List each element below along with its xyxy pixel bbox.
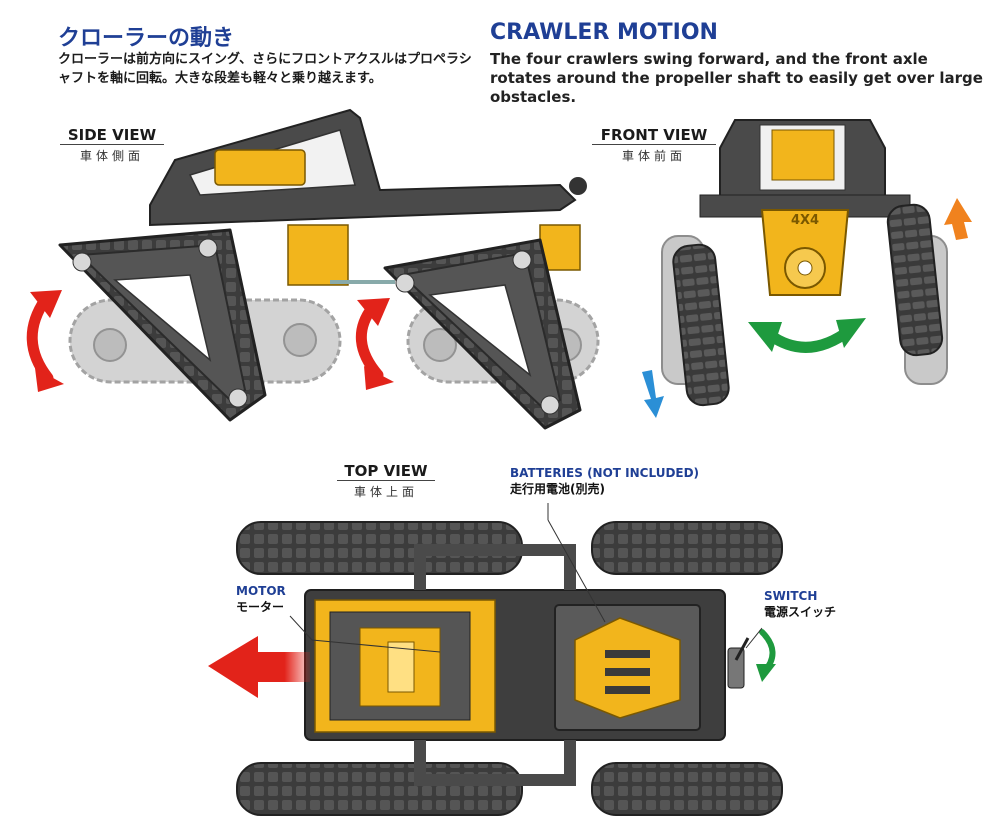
side-view-label: SIDE VIEW [67, 126, 157, 144]
motor-label-jp: モーター [236, 600, 285, 614]
down-arrow [642, 370, 664, 418]
switch-label-jp: 電源スイッチ [764, 605, 837, 619]
switch-callout: SWITCH 電源スイッチ [764, 589, 836, 620]
front-left-track [672, 243, 730, 407]
front-view-sub: 車体前面 [592, 144, 716, 164]
switch-arrow [756, 629, 776, 682]
top-view-sub: 車体上面 [337, 480, 435, 500]
batteries-label-en: BATTERIES (NOT INCLUDED) [510, 466, 700, 480]
batteries-callout: BATTERIES (NOT INCLUDED) 走行用電池(別売) [510, 466, 699, 497]
switch-label-en: SWITCH [764, 589, 818, 603]
side-front-crawler [383, 238, 582, 430]
description-en: The four crawlers swing forward, and the… [490, 50, 983, 106]
swing-arrow-rear [26, 290, 64, 392]
top-track-front-right [591, 762, 783, 816]
front-4x4-badge: 4X4 [791, 213, 819, 228]
front-view-illustration: 4X4 [642, 119, 972, 418]
front-view-heading: FRONT VIEW 車体前面 [592, 126, 716, 164]
top-view-heading: TOP VIEW 車体上面 [337, 462, 435, 500]
rotate-arrow [748, 318, 866, 353]
description-jp: クローラーは前方向にスイング、さらにフロントアクスルはプロペラシャフトを軸に回転… [58, 52, 472, 86]
switch-icon [727, 637, 750, 689]
side-view-illustration [26, 108, 600, 430]
side-view-heading: SIDE VIEW 車体側面 [60, 126, 164, 164]
side-roll-cage [149, 108, 577, 227]
motor-callout: MOTOR モーター [236, 584, 286, 615]
batteries-label-jp: 走行用電池(別売) [510, 482, 605, 496]
side-rear-crawler [58, 228, 267, 422]
up-arrow [944, 198, 972, 240]
front-view-label: FRONT VIEW [600, 126, 708, 144]
title-jp: クローラーの動き [58, 26, 235, 51]
swing-arrow-front [355, 298, 394, 390]
top-view-label: TOP VIEW [344, 462, 428, 480]
top-track-rear-right [236, 762, 523, 816]
side-view-sub: 車体側面 [60, 144, 164, 164]
front-right-track [886, 203, 944, 357]
top-view-illustration [208, 503, 783, 816]
motor-label-en: MOTOR [236, 584, 286, 598]
title-en: CRAWLER MOTION [490, 20, 718, 45]
direction-arrow [208, 636, 310, 698]
top-track-front-left [591, 521, 783, 575]
